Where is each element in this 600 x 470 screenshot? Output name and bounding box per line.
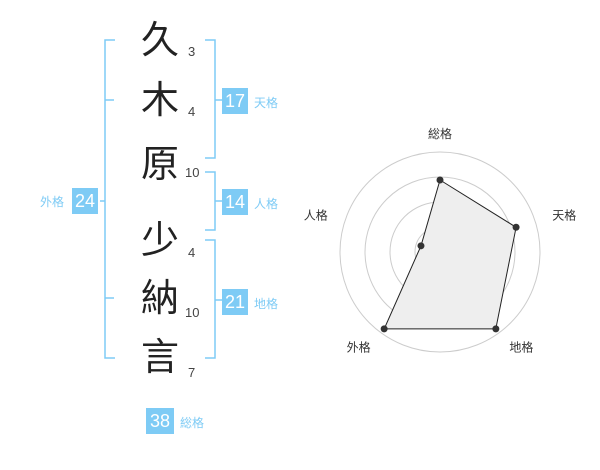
name-char-2: 木 bbox=[140, 78, 179, 122]
radar-axis-label-5: 人格 bbox=[304, 208, 328, 223]
stroke-count-5: 10 bbox=[185, 305, 200, 320]
name-char-4: 少 bbox=[140, 218, 179, 262]
gaikaku-badge: 24 bbox=[72, 188, 98, 214]
stroke-count-2: 4 bbox=[188, 104, 196, 119]
radar-point-5 bbox=[417, 242, 425, 250]
name-char-6: 言 bbox=[140, 335, 179, 379]
name-char-5: 納 bbox=[140, 276, 179, 320]
radar-point-3 bbox=[492, 325, 500, 333]
stroke-count-6: 7 bbox=[188, 365, 196, 380]
soukaku-label: 総格 bbox=[180, 416, 205, 430]
radar-axis-label-3: 地格 bbox=[509, 339, 533, 354]
stroke-count-4: 4 bbox=[188, 245, 196, 260]
stroke-count-1: 3 bbox=[188, 44, 196, 59]
chikaku-badge: 21 bbox=[222, 289, 248, 315]
radar-axis-label-4: 外格 bbox=[347, 339, 371, 354]
chikaku-bracket bbox=[205, 239, 216, 359]
tenkaku-badge: 17 bbox=[222, 88, 248, 114]
radar-ring-4 bbox=[339, 151, 541, 353]
jinkaku-label: 人格 bbox=[254, 197, 279, 211]
radar-area bbox=[383, 179, 517, 330]
gaikaku-bracket bbox=[104, 39, 115, 359]
tenkaku-bracket bbox=[205, 39, 216, 159]
radar-point-1 bbox=[436, 176, 444, 184]
radar-point-2 bbox=[512, 223, 520, 231]
chikaku-label: 地格 bbox=[254, 297, 279, 311]
bracket-lines bbox=[100, 39, 222, 359]
name-char-3: 原 bbox=[140, 142, 179, 186]
jinkaku-bracket bbox=[205, 171, 216, 231]
gaikaku-label: 外格 bbox=[40, 195, 65, 209]
radar-axis-label-1: 総格 bbox=[428, 126, 452, 141]
jinkaku-badge: 14 bbox=[222, 189, 248, 215]
name-char-1: 久 bbox=[140, 18, 179, 62]
stroke-count-3: 10 bbox=[185, 165, 200, 180]
radar-points bbox=[380, 176, 520, 333]
radar-axis-label-2: 天格 bbox=[552, 208, 576, 223]
radar-point-4 bbox=[380, 325, 388, 333]
soukaku-badge: 38 bbox=[146, 408, 174, 434]
tenkaku-label: 天格 bbox=[254, 96, 279, 110]
